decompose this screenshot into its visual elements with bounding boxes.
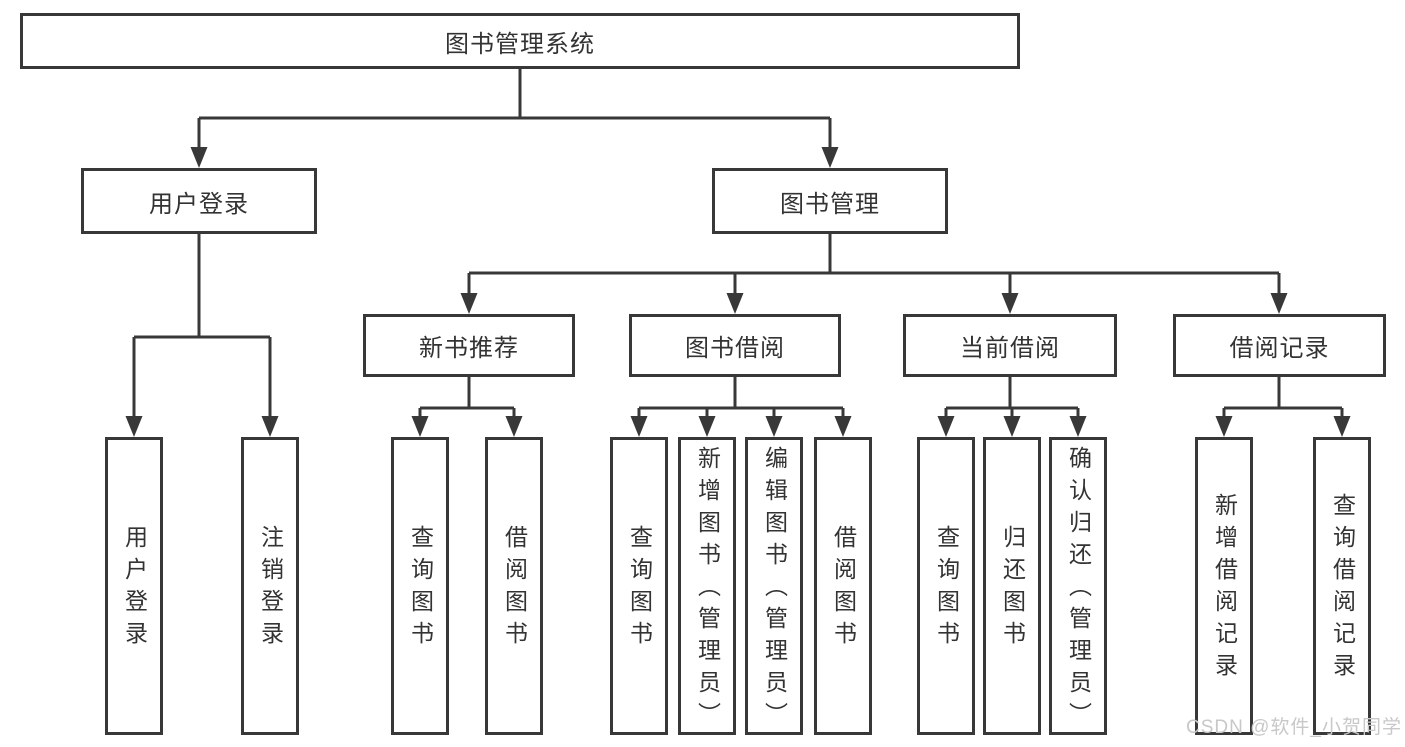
- leaf-borrowing-query-books: 查询图书: [610, 437, 668, 735]
- leaf-records-add-borrow-record: 新增借阅记录: [1195, 437, 1253, 735]
- csdn-watermark: CSDN @软件_小贺同学: [1186, 717, 1402, 738]
- leaf-newrec-query-books: 查询图书: [391, 437, 449, 735]
- leaf-borrowing-add-books-admin: 新增图书（管理员）: [678, 437, 736, 735]
- arrowheads: [125, 147, 1351, 437]
- node-borrowing-records: 借阅记录: [1173, 314, 1386, 377]
- node-book-management: 图书管理: [712, 168, 948, 234]
- node-user-login: 用户登录: [81, 168, 317, 234]
- leaf-borrowing-borrow-books: 借阅图书: [814, 437, 872, 735]
- leaf-logout: 注销登录: [241, 437, 299, 735]
- leaf-borrowing-edit-books-admin: 编辑图书（管理员）: [745, 437, 803, 735]
- leaf-current-confirm-return-admin: 确认归还（管理员）: [1049, 437, 1107, 735]
- leaf-user-login: 用户登录: [105, 437, 163, 735]
- leaf-current-query-books: 查询图书: [917, 437, 975, 735]
- node-new-book-recommendation: 新书推荐: [363, 314, 575, 377]
- node-root-library-management-system: 图书管理系统: [20, 13, 1020, 69]
- node-book-borrowing: 图书借阅: [629, 314, 841, 377]
- node-current-borrowing: 当前借阅: [903, 314, 1117, 377]
- leaf-current-return-books: 归还图书: [983, 437, 1041, 735]
- leaf-newrec-borrow-books: 借阅图书: [485, 437, 543, 735]
- leaf-records-query-borrow-record: 查询借阅记录: [1313, 437, 1371, 735]
